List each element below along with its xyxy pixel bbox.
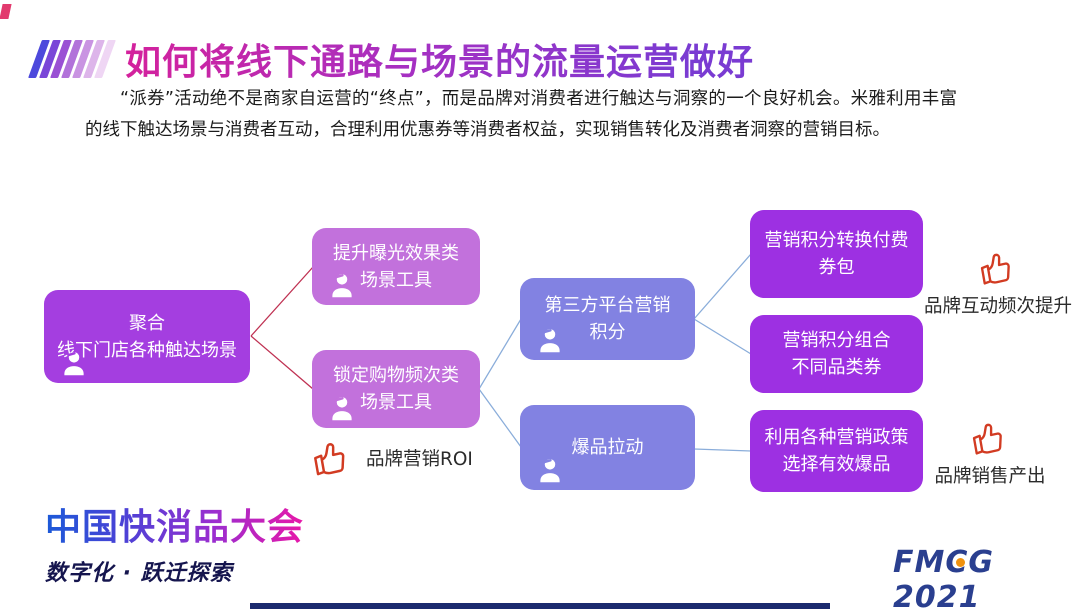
node-label: 聚合 线下门店各种触达场景 — [57, 312, 237, 361]
node-label: 利用各种营销政策 选择有效爆品 — [764, 427, 909, 475]
person-icon — [540, 459, 560, 483]
slant-bars-icon — [28, 40, 116, 78]
node-policy-products: 利用各种营销政策 选择有效爆品 — [750, 410, 923, 492]
thumbs-up-icon — [972, 423, 1002, 455]
node-label: 营销积分转换付费 券包 — [764, 230, 909, 278]
annotation-label: 品牌销售产出 — [934, 466, 1046, 487]
node-label: 锁定购物频次类 场景工具 — [333, 365, 459, 413]
node-category-coupons: 营销积分组合 不同品类券 — [750, 315, 923, 393]
node-label: 营销积分组合 不同品类券 — [782, 330, 891, 378]
annotation-brand-roi: 品牌营销ROI — [310, 436, 473, 480]
title-row: 如何将线下通路与场景的流量运营做好 — [28, 33, 754, 85]
node-hot-product-pull: 爆品拉动 — [520, 405, 695, 490]
person-icon — [64, 352, 84, 376]
fmcg-logo-text: FMCG 2021 — [893, 545, 994, 609]
intro-paragraph: “派券”活动绝不是商家自运营的“终点”，而是品牌对消费者进行触达与洞察的一个良好… — [85, 89, 957, 140]
node-frequency-tools: 锁定购物频次类 场景工具 — [312, 350, 480, 428]
bottom-bar — [250, 603, 830, 609]
node-paid-coupon-pack: 营销积分转换付费 券包 — [750, 210, 923, 298]
annotation-brand-sales: 品牌销售产出 — [922, 417, 1058, 488]
thumbs-up-icon — [314, 442, 345, 476]
corner-mark — [0, 4, 12, 19]
annotation-label: 品牌互动频次提升 — [923, 296, 1072, 317]
node-label: 提升曝光效果类 场景工具 — [333, 242, 459, 291]
page-title: 如何将线下通路与场景的流量运营做好 — [125, 33, 754, 85]
fmcg-logo: FMCG 2021 — [893, 545, 1080, 609]
node-aggregate-scenes: 聚合 线下门店各种触达场景 — [44, 290, 250, 383]
person-icon — [332, 274, 352, 298]
brand-subtitle: 数字化 · 跃迁探索 — [45, 561, 233, 586]
annotation-brand-interaction: 品牌互动频次提升 — [920, 247, 1076, 318]
brand-logo: 中国快消品大会 数字化 · 跃迁探索 — [45, 498, 304, 587]
thumbs-up-icon — [980, 253, 1010, 285]
person-icon — [332, 397, 352, 421]
node-label: 第三方平台营销 积分 — [544, 295, 671, 343]
annotation-label: 品牌营销ROI — [366, 449, 473, 470]
node-label: 爆品拉动 — [571, 437, 644, 458]
node-third-party-points: 第三方平台营销 积分 — [520, 278, 695, 360]
brand-title: 中国快消品大会 — [45, 498, 304, 550]
person-icon — [540, 329, 560, 353]
fmcg-orange-dot-icon — [956, 558, 965, 567]
node-exposure-tools: 提升曝光效果类 场景工具 — [312, 228, 480, 305]
